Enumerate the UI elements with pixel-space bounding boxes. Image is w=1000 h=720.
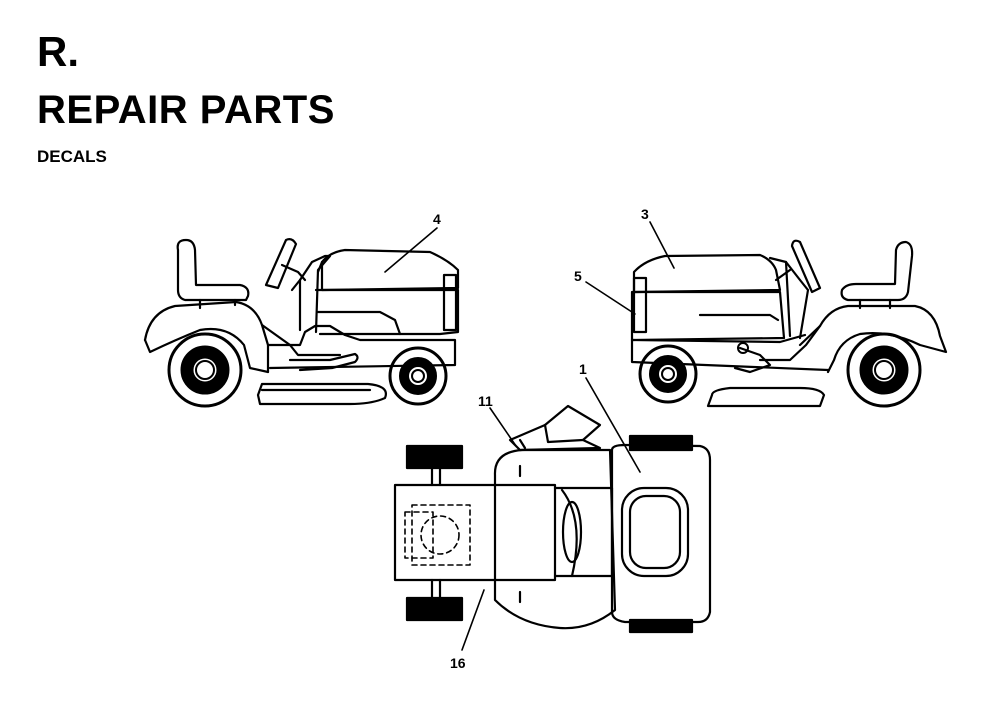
discharge-chute <box>508 404 602 452</box>
steering-wheel <box>790 239 822 294</box>
leader-3 <box>649 221 675 269</box>
section-letter: R. <box>37 28 79 75</box>
front-wheel <box>388 346 448 406</box>
seat <box>176 238 250 302</box>
leader-4 <box>384 227 438 273</box>
leader-16 <box>461 589 485 651</box>
rear-wheel <box>167 332 243 408</box>
callout-16: 16 <box>450 655 466 671</box>
leader-11 <box>489 407 517 447</box>
rear-fender <box>798 304 948 374</box>
leader-5 <box>585 281 636 315</box>
hood-top <box>610 443 712 624</box>
rear-tire-bottom <box>405 596 464 622</box>
callout-5: 5 <box>574 268 582 284</box>
mower-deck <box>706 386 826 408</box>
tractor-side-view-left <box>143 238 460 408</box>
section-subtitle: DECALS <box>37 147 107 166</box>
page-title: REPAIR PARTS <box>37 88 335 132</box>
hood <box>632 253 782 294</box>
front-tire-top <box>628 434 694 452</box>
callout-1: 1 <box>579 361 587 377</box>
callout-4: 4 <box>433 211 441 227</box>
tractor-side-view-right <box>630 239 948 408</box>
callout-11: 11 <box>478 393 493 409</box>
rear-tire-top <box>405 444 464 470</box>
callout-leaders <box>384 221 675 651</box>
callout-3: 3 <box>641 206 649 222</box>
front-wheel <box>638 344 698 404</box>
steering-wheel <box>264 238 298 290</box>
mower-deck <box>256 382 387 406</box>
seat <box>840 240 914 302</box>
tractor-top-view <box>393 404 712 634</box>
rear-wheel <box>846 332 922 408</box>
hood <box>320 248 460 292</box>
rear-body-top <box>393 483 557 582</box>
leader-1 <box>585 377 641 473</box>
